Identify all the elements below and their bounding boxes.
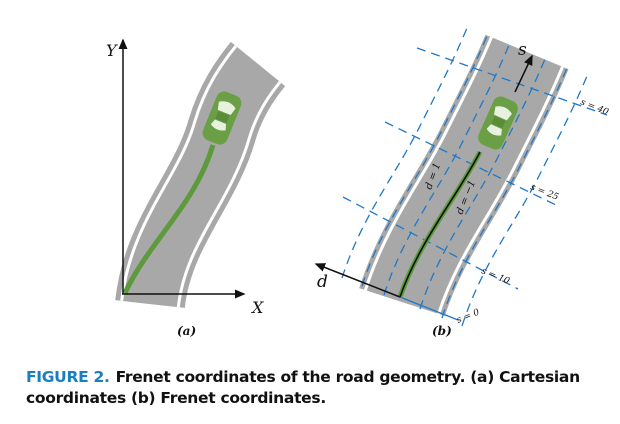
frenet-figure: Y X (a) s d d = 1 d [106, 0, 610, 360]
s-line-label-25: s = 25 [529, 183, 560, 203]
caption-text: Frenet coordinates of the road geometry.… [26, 368, 580, 407]
d-axis-label: d [317, 272, 328, 292]
panel-a-sublabel: (a) [177, 324, 196, 338]
figure-label: FIGURE 2. [26, 368, 110, 386]
reference-line [399, 151, 481, 298]
d-axis [314, 263, 401, 298]
figure-caption: FIGURE 2.Frenet coordinates of the road … [26, 367, 616, 409]
panel-b-frenet: s d d = 1 d = −1 s = 0 s = 10 s = 25 s =… [314, 28, 610, 338]
road-a [150, 64, 258, 304]
panel-a-cartesian: Y X (a) [106, 40, 264, 338]
s-line-label-10: s = 10 [480, 267, 511, 287]
s-axis [514, 54, 533, 93]
panel-b-sublabel: (b) [432, 324, 452, 338]
y-axis-label: Y [106, 41, 118, 60]
vehicle-path-a [122, 144, 216, 295]
s-line-label-0: s = 0 [455, 308, 481, 326]
x-axis-label: X [250, 298, 264, 317]
s-line-label-40: s = 40 [579, 98, 610, 118]
s-axis-label: s [518, 40, 527, 60]
